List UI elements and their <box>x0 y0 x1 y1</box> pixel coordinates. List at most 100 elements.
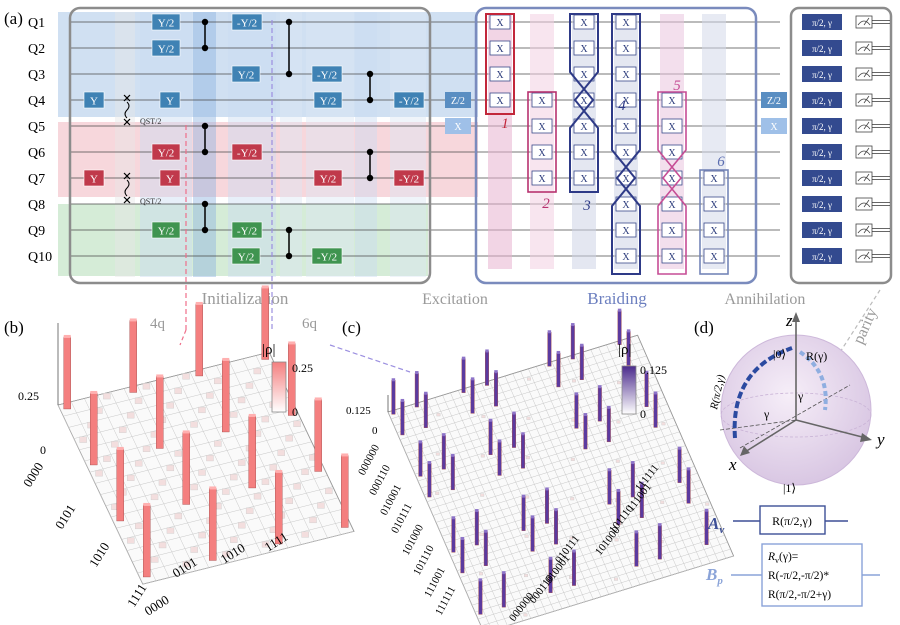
density-bar-top <box>116 446 124 450</box>
density-bar-top <box>626 329 631 333</box>
density-bar <box>63 336 71 410</box>
density-bar <box>485 351 489 386</box>
floor-grid-line <box>105 452 317 507</box>
gate-y2-label: Y/2 <box>238 252 255 264</box>
parity-gate-pi2-gamma-label: π/2, γ <box>812 122 832 132</box>
density-bar-top <box>484 529 488 533</box>
density-bar <box>238 522 246 529</box>
floor-grid-line <box>126 497 339 551</box>
meter-icon <box>857 147 871 156</box>
density-bar <box>261 541 270 548</box>
gamma-label-2: γ <box>797 389 804 403</box>
axis-z-label: z <box>785 311 793 330</box>
floor-grid-line <box>132 508 344 563</box>
gate-my2 <box>231 143 263 161</box>
braid-x-gate-label: X <box>496 18 504 29</box>
qubit-label: Q8 <box>28 198 45 213</box>
braid-x-gate-label: X <box>538 174 546 185</box>
floor-grid-line <box>163 378 249 558</box>
density-bar-top <box>63 334 71 338</box>
cz-dot <box>285 252 293 260</box>
density-bar-top <box>554 508 558 512</box>
braid-x-gate <box>573 40 595 56</box>
density-bar-top <box>209 486 217 490</box>
gate-y <box>83 91 105 109</box>
floor-grid-line <box>598 347 695 569</box>
plot-back-wall <box>637 335 734 557</box>
braid-x-gate-label: X <box>710 174 718 185</box>
density-bar-top <box>275 469 283 473</box>
density-bar <box>483 531 488 566</box>
density-bar <box>451 518 456 553</box>
density-bar <box>545 489 549 524</box>
braid-number-2: 2 <box>542 196 550 212</box>
density-bar <box>222 551 230 558</box>
density-bar-top <box>129 318 137 322</box>
braid-x-gate-label: X <box>580 174 588 185</box>
density-bar <box>530 517 535 552</box>
density-bar-top <box>521 432 525 436</box>
braid-x-gate-label: X <box>622 18 630 29</box>
colorbar-b-max: 0.25 <box>292 361 313 375</box>
cz-dot <box>366 148 374 156</box>
density-bar <box>653 393 658 428</box>
emphasis-column <box>306 12 354 277</box>
floor-grid-line <box>483 548 731 625</box>
braid-x-gate-label: X <box>622 174 630 185</box>
density-bar <box>488 420 493 455</box>
floor-grid-line <box>137 519 349 574</box>
density-bar <box>441 434 446 470</box>
qubit-label: Q7 <box>28 172 45 187</box>
density-bar-top <box>617 308 622 312</box>
density-bar <box>606 407 611 443</box>
density-bar-top <box>475 509 479 513</box>
density-bar <box>617 310 622 345</box>
density-bar <box>103 393 111 400</box>
density-bar <box>474 510 479 546</box>
density-bar <box>525 456 530 460</box>
braid-x-gate-label: X <box>580 148 588 159</box>
gate-y2-label: Y/2 <box>158 148 175 160</box>
floor-grid-line <box>189 371 276 552</box>
braid-number-4: 4 <box>618 98 626 114</box>
braid-x-gate <box>531 92 553 108</box>
density-bar <box>293 420 301 427</box>
density-bar <box>435 491 440 495</box>
density-bar <box>450 455 455 491</box>
cz-dot <box>201 200 209 208</box>
bar-plot-6q: 0.12500000000001100100010101111010001011… <box>346 308 735 625</box>
floor-grid-line <box>242 358 328 539</box>
density-bar <box>657 524 662 560</box>
density-bar-top <box>658 523 662 527</box>
braid-x-gate-label: X <box>668 174 676 185</box>
density-bar <box>248 415 256 489</box>
braid-x-gate-label: X <box>710 226 718 237</box>
density-bar <box>206 454 214 462</box>
density-bar-top <box>640 481 644 485</box>
initialization-frame <box>68 6 432 285</box>
braid-x-gate-label: X <box>580 96 588 107</box>
density-bar <box>317 502 325 509</box>
density-bar <box>126 412 135 419</box>
gate-y-label: Y <box>166 96 174 108</box>
cz-dot <box>285 18 293 26</box>
density-bar <box>480 454 485 458</box>
density-bar <box>135 522 143 530</box>
density-bar-top <box>571 323 575 327</box>
floor-grid-line <box>456 493 707 571</box>
label-initialization: Initialization <box>202 289 289 308</box>
density-bar-top <box>451 516 456 520</box>
braid-x-gate-label: X <box>580 18 588 29</box>
density-bar <box>615 459 620 463</box>
density-bar <box>206 392 214 399</box>
braid-x-gate <box>615 40 637 56</box>
floor-grid-line <box>477 541 728 620</box>
parity-gate-pi2-gamma <box>802 66 842 82</box>
density-bar <box>301 468 309 475</box>
braid-x-gate <box>615 196 637 212</box>
density-bar <box>479 532 484 536</box>
braid-x-gate <box>615 118 637 134</box>
density-bar-top <box>222 357 230 361</box>
braid-x-gate <box>573 66 595 82</box>
